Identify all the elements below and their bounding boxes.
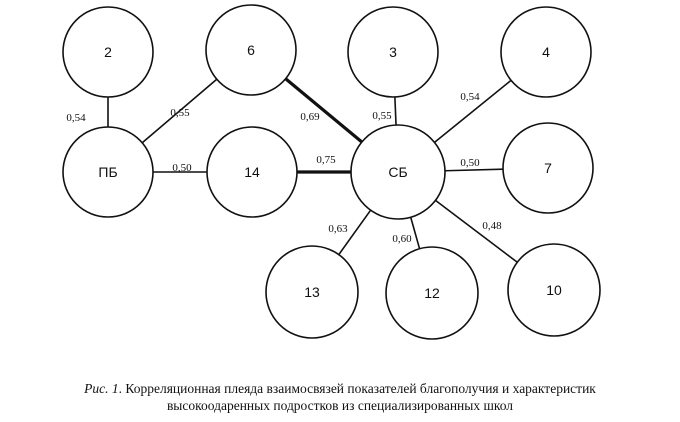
edge-6-PB: 0,55 (141, 78, 218, 144)
edge-line (444, 168, 504, 172)
nodes-layer: 2 6 3 4ПБ 14 СБ 7 13 12 10 (62, 4, 601, 340)
node-label: 4 (542, 44, 550, 60)
edge-weight-label: 0,63 (328, 223, 348, 235)
node-label: 3 (389, 44, 397, 60)
node-circle (500, 6, 592, 98)
node-3: 3 (347, 6, 439, 98)
node-label: 14 (244, 164, 260, 180)
edge-line (284, 77, 363, 144)
node-circle (347, 6, 439, 98)
edge-line (409, 217, 421, 249)
node-circle (350, 124, 446, 220)
edge-weight-label: 0,60 (392, 233, 412, 245)
node-circle (62, 126, 154, 218)
node-label: 6 (247, 42, 255, 58)
node-label: ПБ (98, 164, 117, 180)
node-label: 2 (104, 44, 112, 60)
caption-text-1: . Корреляционная плеяда взаимосвязей пок… (118, 381, 596, 396)
edge-3-SB: 0,55 (372, 96, 397, 126)
edge-2-PB: 0,54 (66, 97, 109, 127)
node-10: 10 (507, 243, 601, 337)
edge-weight-label: 0,55 (372, 110, 392, 122)
node-circle (385, 246, 479, 340)
node-7: 7 (502, 122, 594, 214)
figure-caption: Рис. 1. Корреляционная плеяда взаимосвяз… (0, 380, 680, 414)
node-6: 6 (205, 4, 297, 96)
node-SB: СБ (350, 124, 446, 220)
node-4: 4 (500, 6, 592, 98)
correlation-diagram: 0,54 0,55 0,50 0,69 0,75 0,55 0,54 0,50 0,63 0,60… (62, 4, 601, 340)
edge-line (338, 209, 372, 256)
edge-14-SB: 0,75 (297, 154, 351, 174)
node-label: 10 (546, 282, 562, 298)
node-circle (205, 4, 297, 96)
edge-weight-label: 0,48 (482, 220, 502, 232)
node-label: СБ (388, 164, 407, 180)
caption-label: Рис. 1 (84, 381, 119, 396)
node-circle (502, 122, 594, 214)
edge-weight-label: 0,54 (66, 112, 86, 124)
edge-SB-10: 0,48 (435, 199, 518, 263)
edge-line (434, 79, 512, 144)
node-label: 13 (304, 284, 320, 300)
edge-SB-7: 0,50 (444, 157, 504, 172)
node-label: 7 (544, 160, 552, 176)
node-12: 12 (385, 246, 479, 340)
node-circle (62, 6, 154, 98)
edge-line (141, 78, 218, 144)
edge-weight-label: 0,50 (172, 162, 192, 174)
node-2: 2 (62, 6, 154, 98)
edge-line (394, 96, 397, 126)
edge-weight-label: 0,55 (170, 107, 190, 119)
node-PB: ПБ (62, 126, 154, 218)
caption-line-2: высокоодаренных подростков из специализи… (166, 398, 514, 413)
edge-PB-14: 0,50 (153, 162, 207, 174)
edge-weight-label: 0,50 (460, 157, 480, 169)
node-circle (206, 126, 298, 218)
node-14: 14 (206, 126, 298, 218)
edge-4-SB: 0,54 (434, 79, 512, 144)
node-13: 13 (265, 245, 359, 339)
node-circle (507, 243, 601, 337)
edge-SB-13: 0,63 (328, 209, 372, 256)
edge-6-SB: 0,69 (284, 77, 363, 144)
node-label: 12 (424, 285, 440, 301)
edge-weight-label: 0,69 (300, 111, 320, 123)
edge-line (435, 199, 518, 263)
node-circle (265, 245, 359, 339)
edge-weight-label: 0,75 (316, 154, 336, 166)
edges-layer: 0,54 0,55 0,50 0,69 0,75 0,55 0,54 0,50 0,63 0,60… (66, 77, 518, 263)
caption-line-1: Рис. 1. Корреляционная плеяда взаимосвяз… (0, 380, 680, 397)
edge-SB-12: 0,60 (392, 217, 421, 249)
edge-weight-label: 0,54 (460, 91, 480, 103)
